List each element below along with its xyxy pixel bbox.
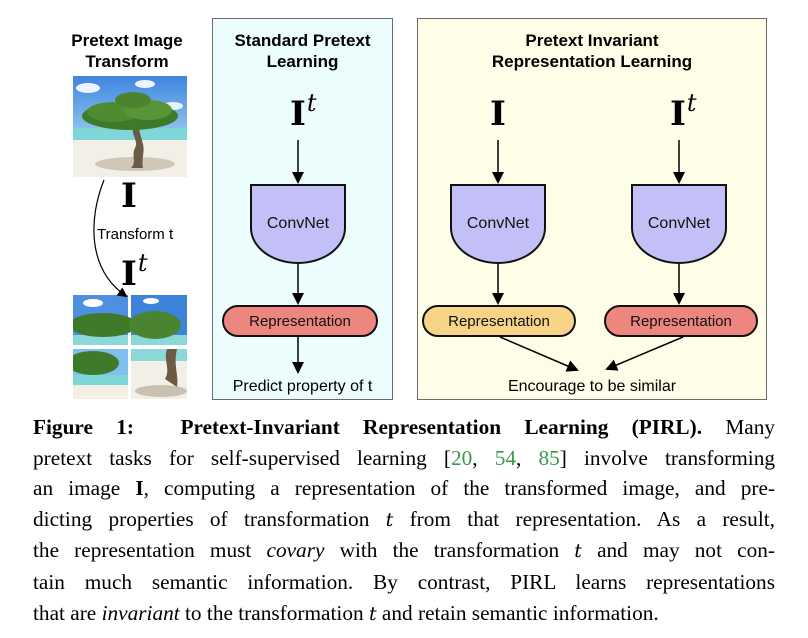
left-title-line1: Pretext Image — [71, 31, 183, 50]
standard-output-label: Predict property of t — [232, 378, 373, 395]
caption-figure-label: Figure 1: — [33, 415, 134, 439]
pirl-title: Pretext Invariant Representation Learnin… — [417, 30, 767, 72]
tile-top-left — [69, 295, 137, 345]
transformed-symbol: It — [121, 249, 148, 294]
citation-link[interactable]: 20 — [450, 445, 473, 470]
tile-top-right — [129, 295, 187, 345]
standard-title: Standard Pretext Learning — [212, 30, 393, 72]
caption-line-4: dicting properties of transformation t f… — [33, 506, 775, 531]
caption-title: Pretext-Invariant Representation Learnin… — [180, 415, 703, 439]
citation-link[interactable]: 54 — [494, 445, 517, 470]
standard-representation: Representation — [222, 305, 378, 337]
pirl-left-convnet: ConvNet — [450, 184, 546, 264]
standard-convnet: ConvNet — [250, 184, 346, 264]
tree-photo-icon — [73, 76, 187, 177]
figure-caption: Figure 1: Pretext-Invariant Representati… — [33, 412, 775, 629]
caption-line-5: the representation must covary with the … — [33, 538, 775, 563]
pirl-left-representation: Representation — [422, 305, 576, 337]
tile-bottom-left — [67, 349, 128, 399]
pirl-right-representation: Representation — [604, 305, 758, 337]
caption-line-3: an image I, computing a representation o… — [33, 476, 775, 501]
transformed-image-tiles — [67, 295, 187, 399]
pirl-title-line1: Pretext Invariant — [525, 31, 659, 50]
caption-line-2: pretext tasks for self-supervised learni… — [33, 445, 775, 470]
caption-line-1: Figure 1: Pretext-Invariant Representati… — [33, 415, 775, 439]
transform-curved-arrow — [93, 179, 128, 298]
standard-title-line2: Learning — [266, 52, 339, 71]
caption-line-7: that are invariant to the transformation… — [33, 600, 659, 625]
pirl-output-label: Encourage to be similar — [507, 378, 677, 395]
tile-bottom-right — [131, 349, 187, 399]
jigsaw-tiles-icon — [67, 295, 187, 399]
standard-input-symbol: It — [290, 89, 317, 134]
standard-title-line1: Standard Pretext — [234, 31, 371, 50]
left-column-title: Pretext Image Transform — [52, 30, 202, 72]
citation-link[interactable]: 85 — [538, 445, 560, 470]
caption-line-6: tain much semantic information. By contr… — [33, 569, 775, 594]
pirl-left-rep-to-similar-arrow — [499, 336, 579, 372]
left-title-line2: Transform — [85, 52, 169, 71]
original-image — [73, 76, 187, 177]
pirl-right-convnet: ConvNet — [631, 184, 727, 264]
pirl-right-input-symbol: It — [670, 89, 697, 134]
pirl-title-line2: Representation Learning — [491, 52, 693, 71]
image-symbol: I — [121, 176, 137, 216]
pirl-left-input-symbol: I — [490, 94, 506, 134]
pirl-right-rep-to-similar-arrow — [605, 336, 684, 371]
transform-label: Transform t — [97, 226, 174, 243]
